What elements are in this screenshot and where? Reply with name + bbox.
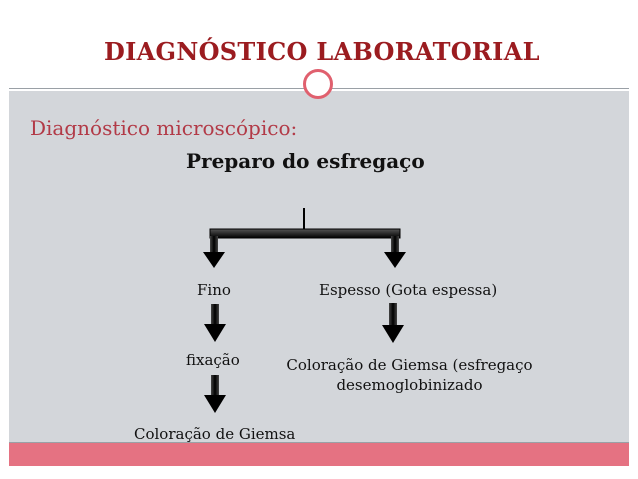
footer-bar	[9, 443, 629, 466]
section-heading: Preparo do esfregaço	[186, 149, 425, 173]
content-panel	[9, 91, 629, 462]
node-coloracao-desemoglobinizado: Coloração de Giemsa (esfregaço desemoglo…	[286, 356, 533, 394]
slide-title: DIAGNÓSTICO LABORATORIAL	[104, 37, 540, 66]
node-coloracao-giemsa: Coloração de Giemsa	[134, 425, 296, 443]
arrow-down-icon	[203, 236, 225, 268]
footer-divider	[9, 442, 629, 443]
arrow-down-icon	[384, 236, 406, 268]
node-fino: Fino	[197, 281, 231, 299]
node-fixacao: fixação	[186, 351, 240, 369]
arrow-down-icon	[204, 375, 226, 413]
circle-ornament-icon	[303, 69, 333, 99]
slide-subtitle: Diagnóstico microscópico:	[30, 116, 298, 140]
arrow-down-icon	[382, 303, 404, 343]
branch-bar	[209, 228, 401, 239]
node-espesso: Espesso (Gota espessa)	[319, 281, 498, 299]
arrow-down-icon	[204, 304, 226, 342]
